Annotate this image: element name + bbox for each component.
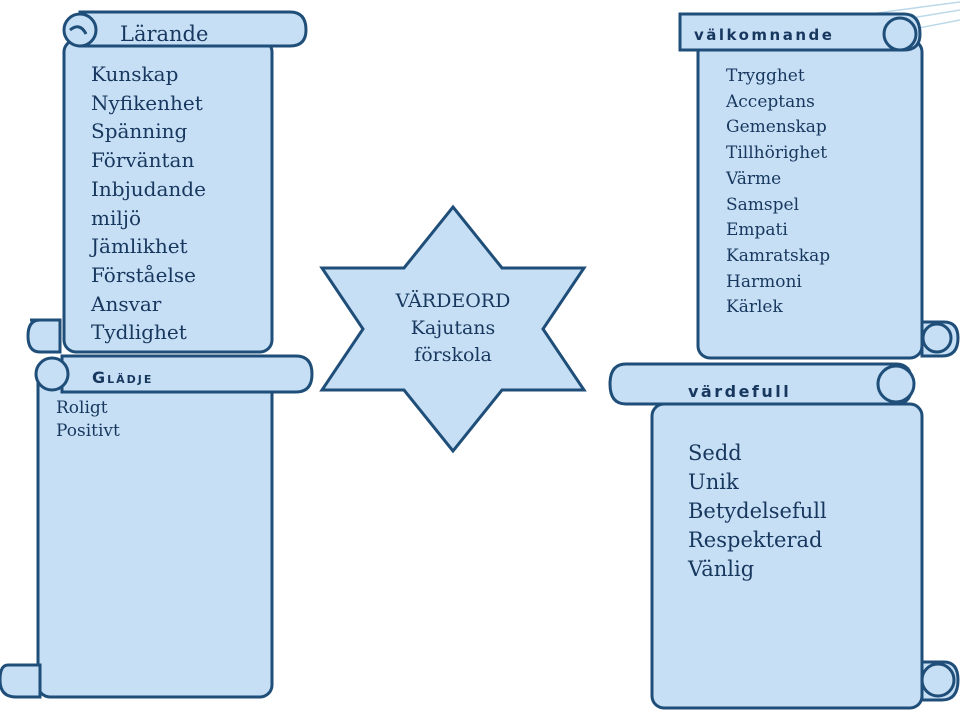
top-right-scroll-title: välkomnande bbox=[694, 26, 835, 44]
top-right-scroll-list: Trygghet Acceptans Gemenskap Tillhörighe… bbox=[726, 64, 830, 321]
top-left-scroll-shape bbox=[26, 10, 308, 354]
list-item: Värme bbox=[726, 168, 782, 189]
list-item: Spänning bbox=[91, 119, 188, 144]
list-item: Trygghet bbox=[726, 66, 805, 86]
list-item: Unik bbox=[688, 470, 739, 494]
bottom-left-scroll-shape bbox=[0, 354, 314, 699]
top-left-scroll-list: Kunskap Nyfikenhet Spänning Förväntan In… bbox=[91, 60, 206, 347]
list-item: Förståelse bbox=[91, 262, 196, 287]
center-star-line: förskola bbox=[414, 344, 492, 366]
list-item: Nyfikenhet bbox=[91, 90, 203, 115]
bottom-right-scroll-shape bbox=[608, 362, 960, 710]
list-item: Empati bbox=[726, 220, 788, 241]
list-item: Positivt bbox=[56, 421, 120, 441]
bottom-left-scroll-list: Roligt Positivt bbox=[56, 397, 120, 443]
list-item: Respekterad bbox=[688, 528, 823, 552]
list-item: Vänlig bbox=[688, 557, 755, 581]
list-item: Harmoni bbox=[726, 271, 802, 292]
top-right-scroll-shape bbox=[678, 12, 960, 360]
list-item: Samspel bbox=[726, 194, 800, 215]
list-item: Betydelsefull bbox=[688, 499, 827, 523]
center-star-shape bbox=[319, 204, 587, 454]
list-item: Förväntan bbox=[91, 148, 195, 173]
list-item: Jämlikhet bbox=[91, 234, 188, 259]
list-item: Sedd bbox=[688, 441, 742, 465]
center-star-title: VÄRDEORD bbox=[395, 290, 511, 312]
list-item: Tillhörighet bbox=[726, 143, 828, 164]
top-left-scroll-title: Lärande bbox=[120, 22, 209, 46]
list-item: Gemenskap bbox=[726, 117, 827, 138]
center-star-text: VÄRDEORD Kajutans förskola bbox=[373, 288, 533, 369]
bottom-right-scroll-title: värdefull bbox=[688, 382, 792, 401]
center-star-line: Kajutans bbox=[410, 317, 496, 339]
list-item: Acceptans bbox=[726, 91, 815, 112]
list-item: Roligt bbox=[56, 398, 108, 418]
bottom-left-scroll-title: Glädje bbox=[92, 368, 154, 387]
list-item: Tydlighet bbox=[91, 320, 187, 345]
list-item: miljö bbox=[91, 205, 141, 230]
list-item: Ansvar bbox=[91, 291, 162, 316]
bottom-right-scroll-list: Sedd Unik Betydelsefull Respekterad Vänl… bbox=[688, 439, 827, 584]
list-item: Kärlek bbox=[726, 297, 783, 318]
list-item: Kunskap bbox=[91, 62, 179, 86]
list-item: Kamratskap bbox=[726, 245, 831, 266]
list-item: Inbjudande bbox=[91, 176, 206, 201]
